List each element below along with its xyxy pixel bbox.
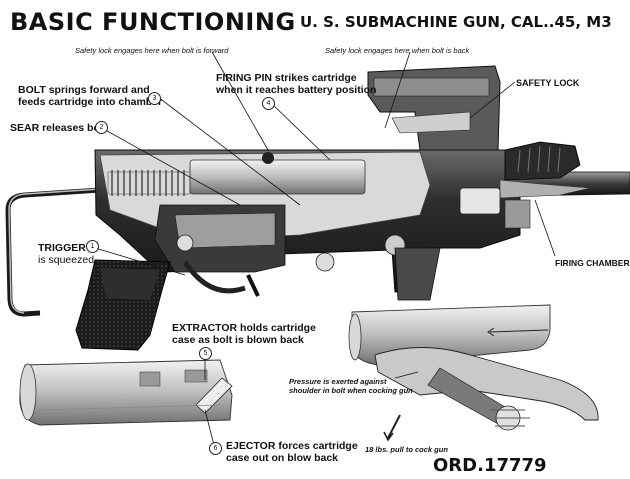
page-title: BASIC FUNCTIONING bbox=[10, 8, 296, 36]
step-number-2: 2 bbox=[95, 121, 108, 134]
bolt-cylinder bbox=[189, 159, 366, 195]
note-pressure: Pressure is exerted against shoulder in … bbox=[289, 377, 413, 395]
callout-bolt: BOLT springs forward and feeds cartridge… bbox=[18, 84, 163, 108]
magazine bbox=[394, 247, 441, 301]
step-number-6: 6 bbox=[209, 442, 222, 455]
callout-trigger: TRIGGER is squeezed bbox=[38, 242, 95, 266]
callout-extractor: EXTRACTOR holds cartridge case as bolt i… bbox=[172, 322, 316, 346]
wire-stock bbox=[5, 187, 101, 317]
step-number-4: 4 bbox=[262, 97, 275, 110]
step-number-1: 1 bbox=[86, 240, 99, 253]
ordnance-number: ORD.17779 bbox=[433, 455, 547, 476]
leader-lines bbox=[91, 51, 556, 446]
note-safety-back: Safety lock engages here when bolt is ba… bbox=[325, 46, 470, 55]
page-subtitle: U. S. SUBMACHINE GUN, CAL..45, M3 bbox=[300, 13, 612, 31]
callout-firing-chamber: FIRING CHAMBER bbox=[555, 258, 630, 268]
note-pull: 18 lbs. pull to cock gun bbox=[365, 445, 448, 454]
extractor-inset bbox=[19, 359, 233, 426]
callout-safety-lock: SAFETY LOCK bbox=[516, 78, 580, 88]
note-safety-forward: Safety lock engages here when bolt is fo… bbox=[75, 46, 229, 55]
step-number-3: 3 bbox=[148, 92, 161, 105]
callout-ejector: EJECTOR forces cartridge case out on blo… bbox=[226, 440, 358, 464]
cocking-mechanism-inset bbox=[348, 304, 599, 442]
step-number-5: 5 bbox=[199, 347, 212, 360]
callout-firing-pin: FIRING PIN strikes cartridge when it rea… bbox=[216, 72, 377, 96]
barrel-collar bbox=[504, 141, 581, 181]
callout-sear: SEAR releases bolt bbox=[10, 122, 107, 134]
recoil-spring bbox=[111, 170, 185, 196]
